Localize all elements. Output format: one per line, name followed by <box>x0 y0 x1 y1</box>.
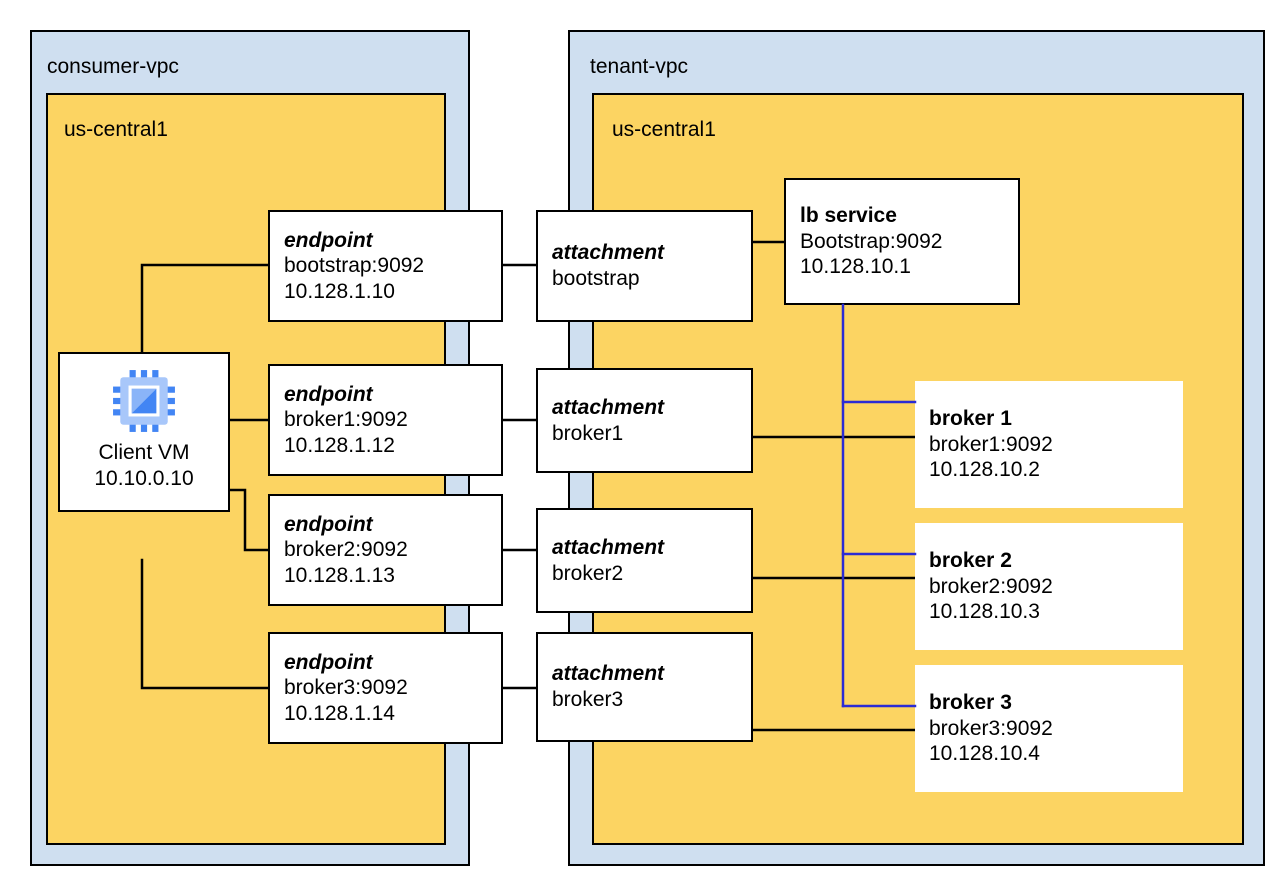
endpoint-broker2-host: broker2:9092 <box>284 538 408 562</box>
attachment-bootstrap-node[interactable]: attachment bootstrap <box>536 210 753 322</box>
endpoint-broker2-node[interactable]: endpoint broker2:9092 10.128.1.13 <box>268 494 503 606</box>
client-vm-name: Client VM <box>98 441 190 464</box>
broker-3-title: broker 3 <box>929 691 1012 715</box>
endpoint-broker3-node[interactable]: endpoint broker3:9092 10.128.1.14 <box>268 632 503 744</box>
attachment-broker2-name: broker2 <box>552 561 624 585</box>
lb-service-node[interactable]: lb service Bootstrap:9092 10.128.10.1 <box>784 178 1020 305</box>
endpoint-broker1-host: broker1:9092 <box>284 408 408 432</box>
attachment-broker2-kind: attachment <box>552 535 665 559</box>
endpoint-broker3-kind: endpoint <box>284 650 373 674</box>
attachment-broker3-node[interactable]: attachment broker3 <box>536 632 753 742</box>
tenant-vpc-label: tenant-vpc <box>590 55 689 78</box>
broker-3-host: broker3:9092 <box>929 716 1053 740</box>
consumer-region-label: us-central1 <box>64 118 168 141</box>
compute-chip-icon <box>113 370 175 432</box>
broker-3-ip: 10.128.10.4 <box>929 742 1040 766</box>
endpoint-broker2-kind: endpoint <box>284 512 373 536</box>
endpoint-broker3-host: broker3:9092 <box>284 676 408 700</box>
attachment-broker1-node[interactable]: attachment broker1 <box>536 368 753 473</box>
endpoint-broker1-kind: endpoint <box>284 382 373 406</box>
endpoint-bootstrap-kind: endpoint <box>284 228 373 252</box>
lb-service-host: Bootstrap:9092 <box>800 229 943 253</box>
broker-1-host: broker1:9092 <box>929 432 1053 456</box>
attachment-broker3-kind: attachment <box>552 662 665 686</box>
broker-2-host: broker2:9092 <box>929 574 1053 598</box>
tenant-region-label: us-central1 <box>612 118 716 141</box>
endpoint-bootstrap-node[interactable]: endpoint bootstrap:9092 10.128.1.10 <box>268 210 503 322</box>
lb-service-title: lb service <box>800 204 897 228</box>
broker-1-ip: 10.128.10.2 <box>929 458 1040 482</box>
attachment-broker3-name: broker3 <box>552 688 624 711</box>
endpoint-broker1-node[interactable]: endpoint broker1:9092 10.128.1.12 <box>268 364 503 476</box>
broker-2-ip: 10.128.10.3 <box>929 600 1040 624</box>
broker-1-title: broker 1 <box>929 407 1012 431</box>
lb-service-ip: 10.128.10.1 <box>800 255 911 279</box>
endpoint-broker1-ip: 10.128.1.12 <box>284 433 395 457</box>
broker-2-node[interactable]: broker 2 broker2:9092 10.128.10.3 <box>915 523 1183 650</box>
attachment-broker2-node[interactable]: attachment broker2 <box>536 508 753 613</box>
broker-1-node[interactable]: broker 1 broker1:9092 10.128.10.2 <box>915 381 1183 508</box>
client-vm-node[interactable]: Client VM 10.10.0.10 <box>58 352 230 512</box>
endpoint-broker3-ip: 10.128.1.14 <box>284 701 395 725</box>
attachment-bootstrap-name: bootstrap <box>552 267 640 290</box>
attachment-bootstrap-kind: attachment <box>552 241 665 265</box>
endpoint-bootstrap-ip: 10.128.1.10 <box>284 279 395 303</box>
consumer-vpc-label: consumer-vpc <box>47 55 179 78</box>
attachment-broker1-kind: attachment <box>552 395 665 419</box>
broker-3-node[interactable]: broker 3 broker3:9092 10.128.10.4 <box>915 665 1183 792</box>
client-vm-ip: 10.10.0.10 <box>94 466 194 490</box>
attachment-broker1-name: broker1 <box>552 421 624 445</box>
endpoint-bootstrap-host: bootstrap:9092 <box>284 254 425 278</box>
endpoint-broker2-ip: 10.128.1.13 <box>284 563 395 587</box>
broker-2-title: broker 2 <box>929 549 1012 573</box>
